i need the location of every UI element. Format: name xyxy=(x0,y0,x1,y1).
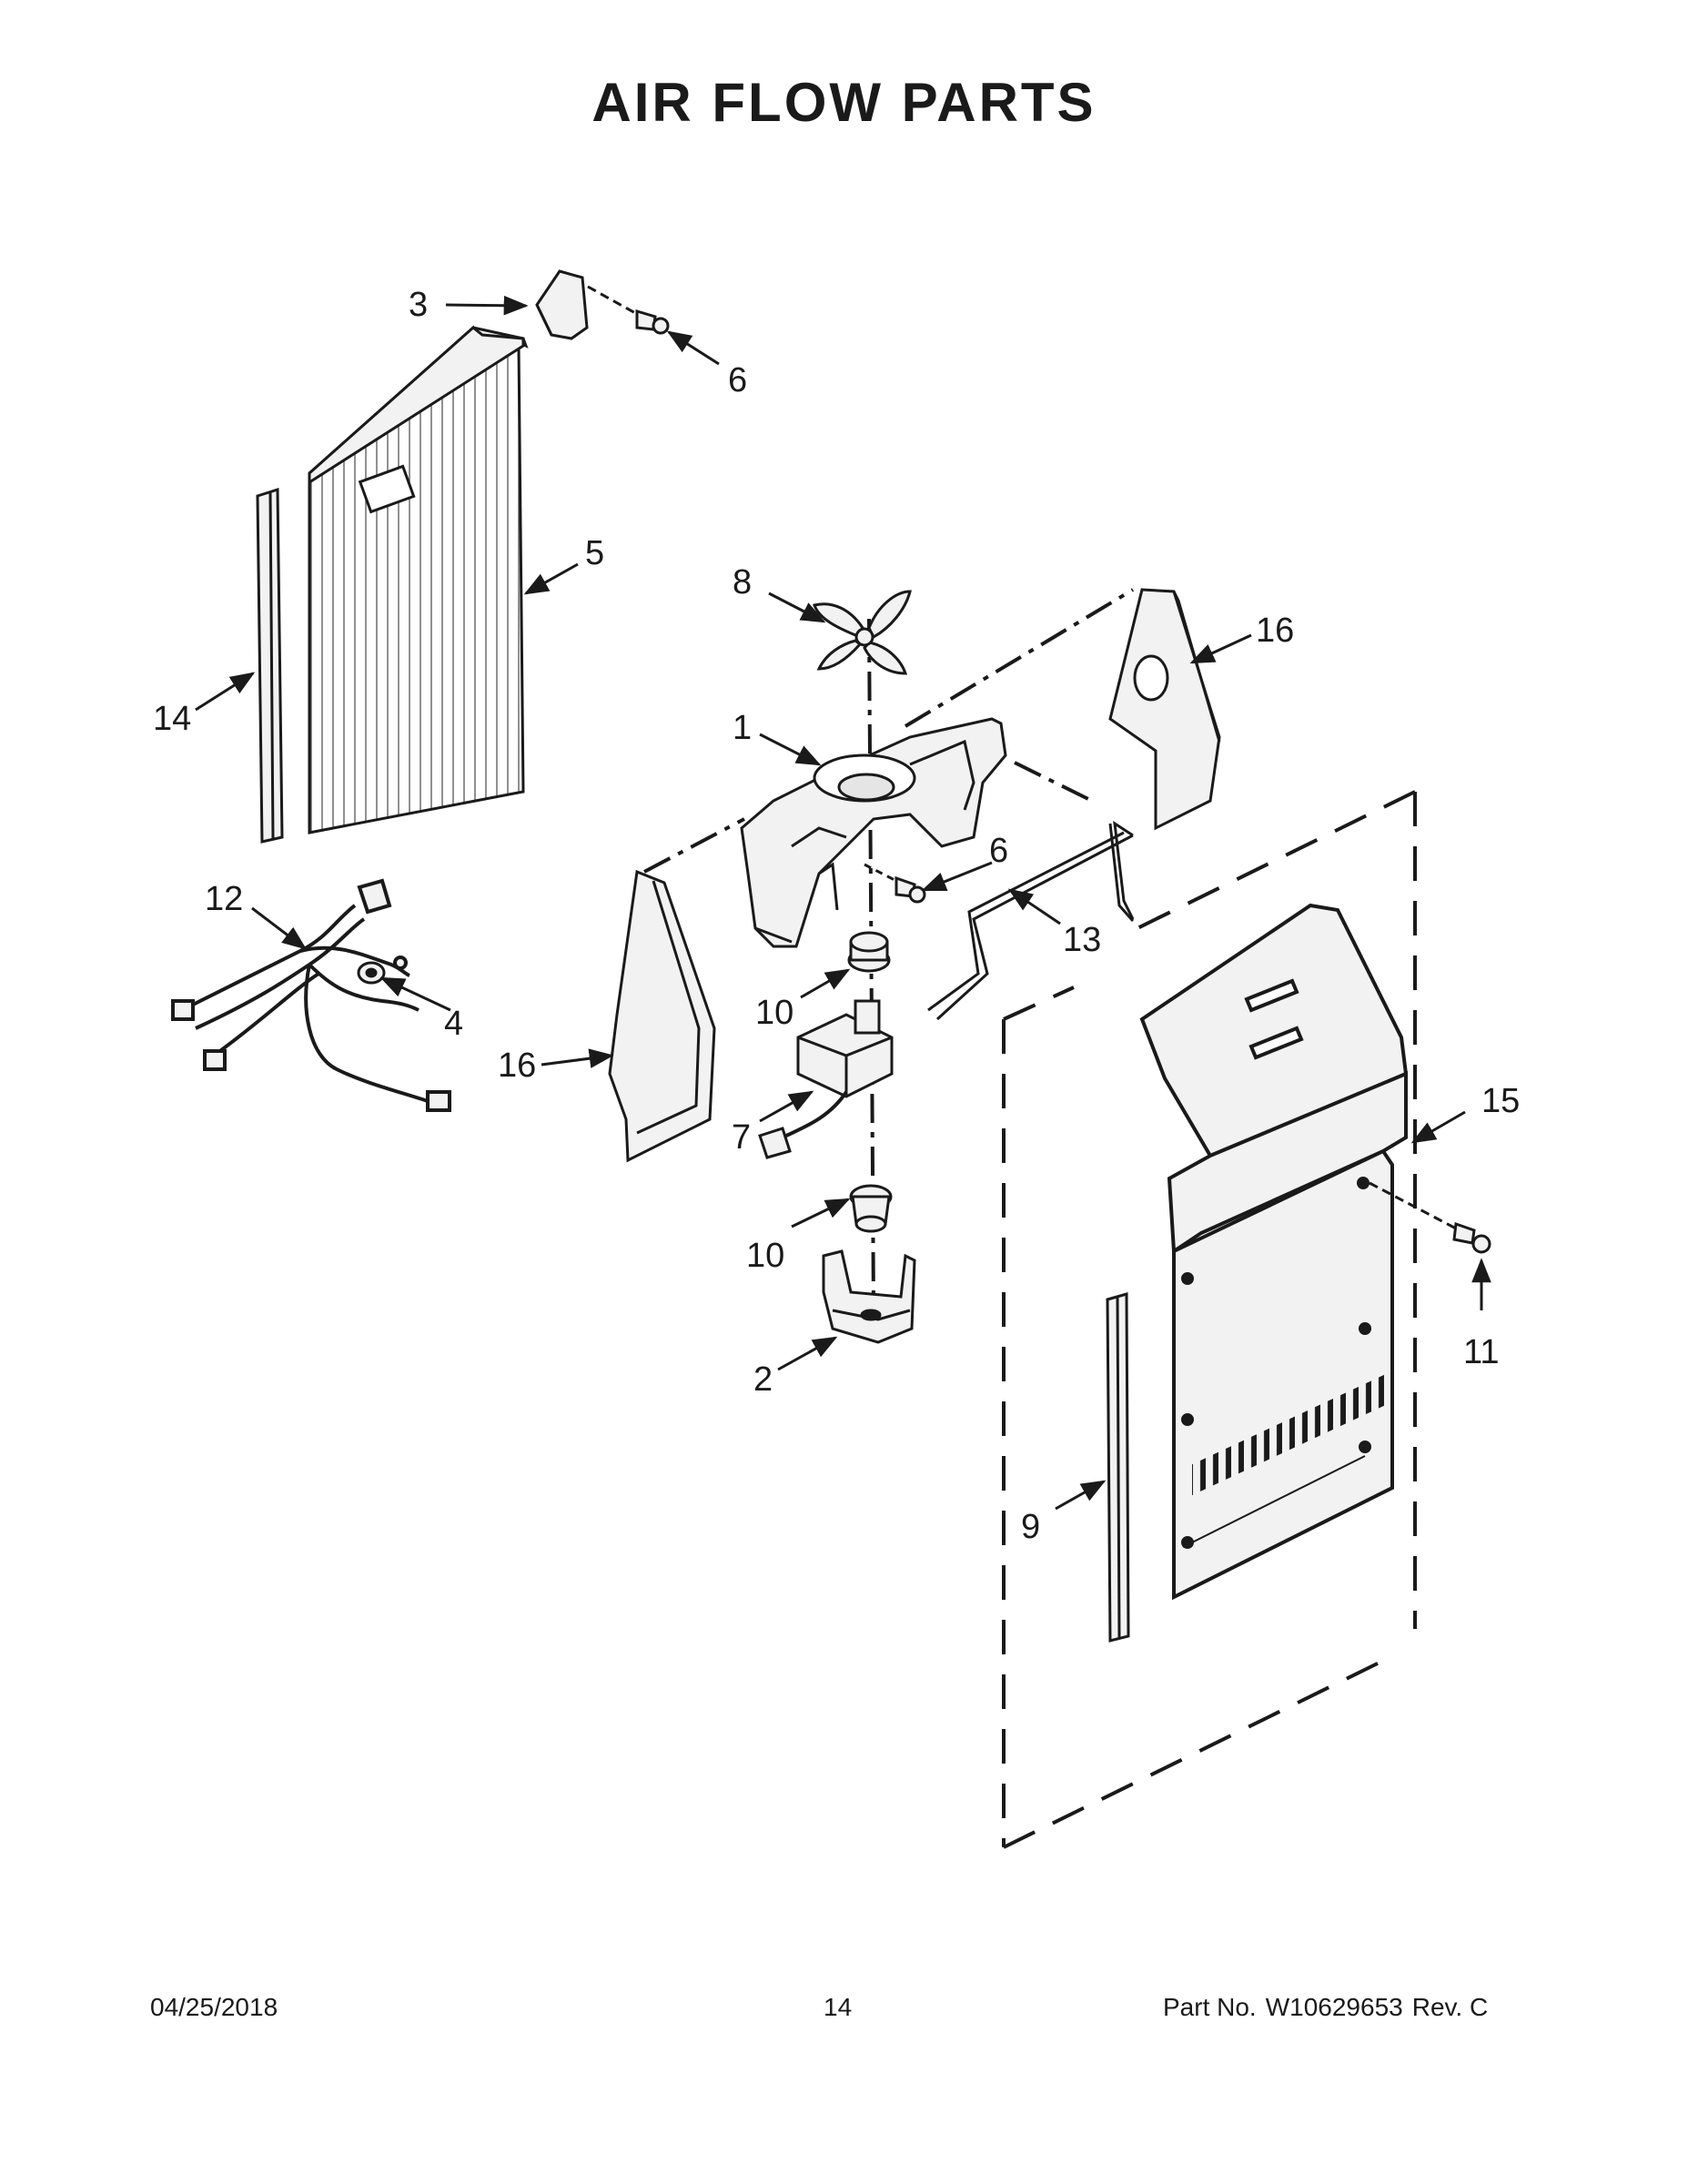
callout-9: 9 xyxy=(1021,1508,1040,1546)
part-7-fan-motor xyxy=(758,999,894,1159)
footer-date: 04/25/2018 xyxy=(150,1993,278,2021)
callout-14: 14 xyxy=(153,700,191,738)
callout-7: 7 xyxy=(732,1118,751,1157)
part-5-grille-panel xyxy=(308,325,529,834)
part-1-fan-housing xyxy=(740,717,1007,948)
part-13-wire-bracket xyxy=(927,820,1135,1021)
footer-part-number: Part No. W10629653 Rev. C xyxy=(1163,1993,1497,2022)
callout-11: 11 xyxy=(1463,1333,1499,1371)
callout-6-middle: 6 xyxy=(989,832,1008,870)
footer-revision: Rev. C xyxy=(1411,1993,1489,2021)
part-15-evaporator-cover xyxy=(1139,903,1409,1601)
callout-10-lower: 10 xyxy=(746,1237,784,1275)
footer-part-code: W10629653 xyxy=(1265,1993,1403,2021)
callout-16-right: 16 xyxy=(1256,612,1294,650)
part-9-seal-strip xyxy=(1106,1292,1130,1643)
callout-12: 12 xyxy=(205,880,243,918)
part-8-fan-blade xyxy=(813,590,912,675)
callout-labels: 3 6 5 14 8 16 1 6 12 13 4 10 16 15 7 10 … xyxy=(153,286,1520,1546)
callout-arrows xyxy=(195,295,1491,1511)
callout-13: 13 xyxy=(1063,921,1101,959)
callout-2: 2 xyxy=(753,1360,773,1399)
part-10-bushing-lower xyxy=(849,1184,893,1233)
callout-4: 4 xyxy=(444,1005,463,1043)
callout-8: 8 xyxy=(733,563,752,602)
callout-5: 5 xyxy=(585,534,604,572)
part-12-wire-harness xyxy=(171,878,451,1112)
part-4-grommet xyxy=(357,961,386,985)
part-3-cap xyxy=(535,269,589,340)
callout-16-left: 16 xyxy=(498,1046,536,1085)
part-15-outline xyxy=(1002,790,1417,1849)
footer-page-number: 14 xyxy=(824,1993,853,2021)
part-11-screw xyxy=(1369,1181,1491,1254)
callout-6-top: 6 xyxy=(728,361,747,399)
assembly-guide-lines xyxy=(643,588,1135,1311)
callout-15: 15 xyxy=(1481,1082,1520,1120)
callout-3: 3 xyxy=(409,286,428,324)
callout-1: 1 xyxy=(733,709,752,747)
part-14-seal-strip xyxy=(256,487,284,844)
part-6-screw-top xyxy=(587,285,670,335)
callout-10-upper: 10 xyxy=(755,994,793,1032)
part-16-side-duct-right xyxy=(1108,588,1221,831)
page-title: AIR FLOW PARTS xyxy=(591,72,1097,133)
part-2-motor-bracket xyxy=(822,1249,916,1344)
footer-part-label: Part No. xyxy=(1163,1993,1257,2021)
part-6-screw-middle xyxy=(864,863,926,904)
part-10-bushing-upper xyxy=(847,931,891,973)
part-16-side-duct-left xyxy=(608,869,716,1163)
